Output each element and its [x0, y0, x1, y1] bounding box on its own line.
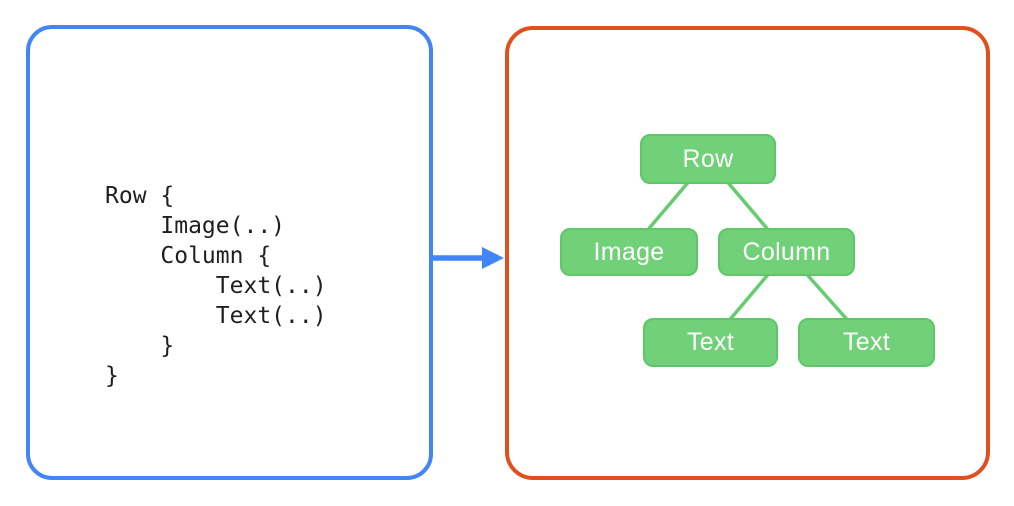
tree-node-row: Row	[640, 134, 776, 184]
tree-node-text-first: Text	[643, 318, 778, 367]
tree-node-image: Image	[560, 228, 698, 276]
tree-node-column: Column	[718, 228, 855, 276]
tree-node-text-second: Text	[798, 318, 935, 367]
code-panel: Row { Image(..) Column { Text(..) Text(.…	[26, 25, 433, 480]
code-block: Row { Image(..) Column { Text(..) Text(.…	[105, 183, 327, 389]
arrow-right-icon	[432, 247, 504, 269]
tree-panel: Row Image Column Text Text	[505, 26, 990, 480]
